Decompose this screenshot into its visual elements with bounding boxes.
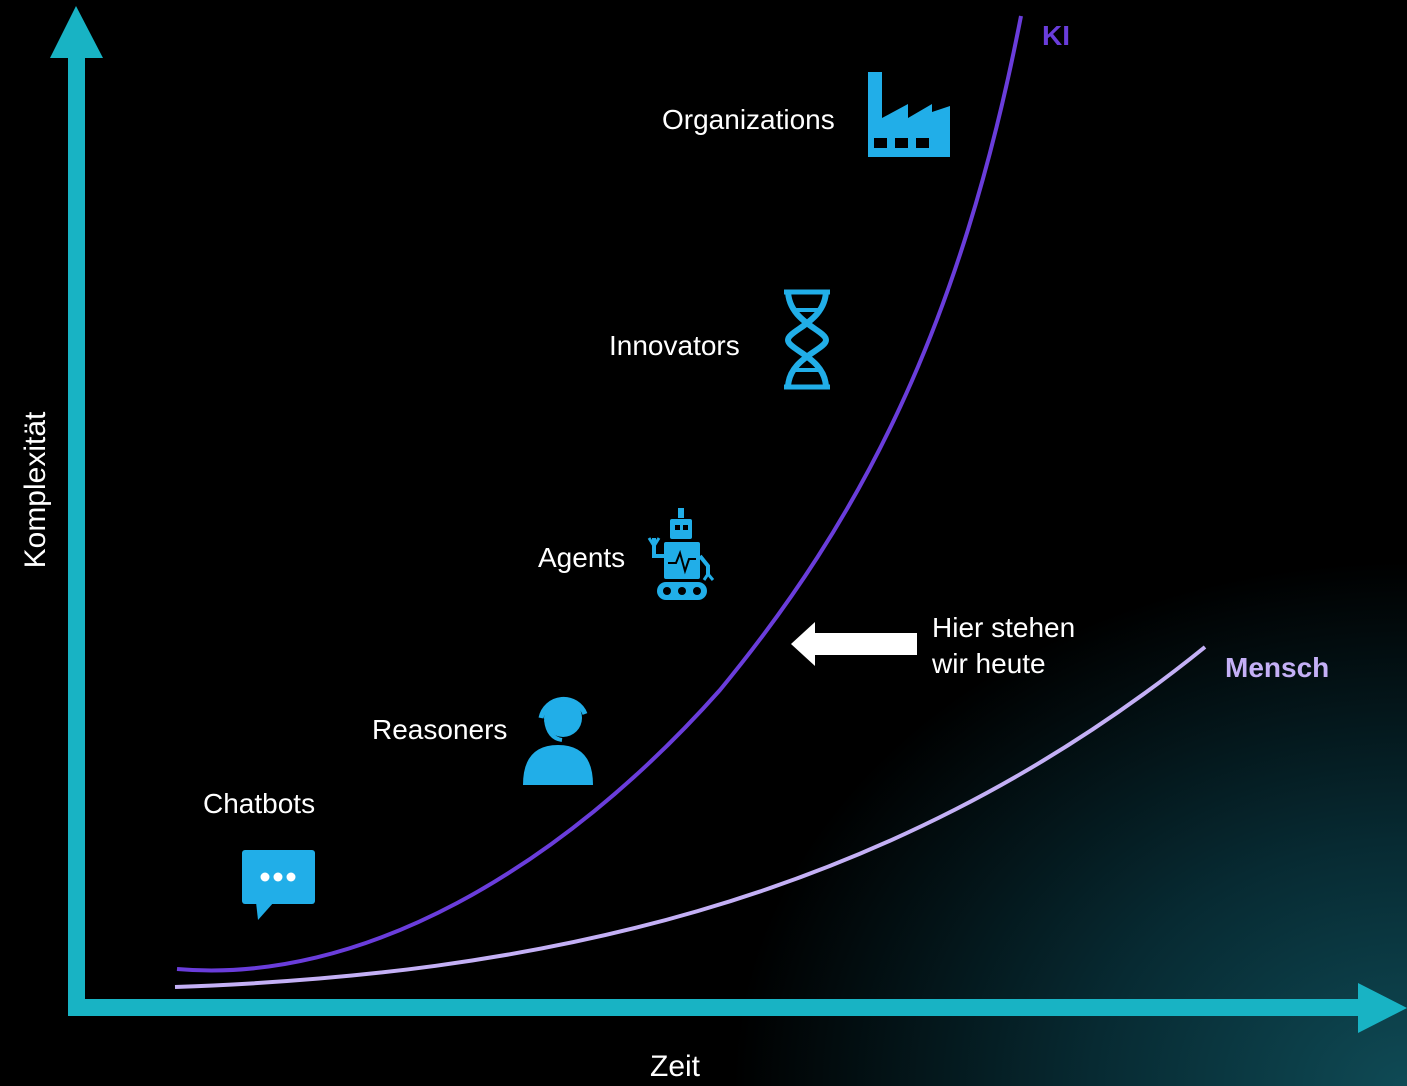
x-axis-arrow xyxy=(1358,983,1407,1033)
robot-icon xyxy=(647,508,715,600)
y-axis-arrow xyxy=(50,6,103,58)
chat-bubble-icon xyxy=(242,850,315,920)
y-axis-line xyxy=(68,58,85,1016)
stage-label-chatbots: Chatbots xyxy=(203,788,316,819)
mensch-curve xyxy=(174,645,1207,989)
ki-curve xyxy=(176,15,1023,973)
series-label-mensch: Mensch xyxy=(1225,652,1330,683)
stage-label-innovators: Innovators xyxy=(609,330,740,361)
stage-label-organizations: Organizations xyxy=(662,104,835,135)
factory-icon xyxy=(868,72,950,157)
dna-icon xyxy=(784,289,830,390)
x-axis-title: Zeit xyxy=(650,1050,701,1083)
annotation-line-1: Hier stehen xyxy=(932,612,1076,643)
stage-label-agents: Agents xyxy=(538,542,626,573)
today-arrow xyxy=(791,622,917,666)
y-axis-title: Komplexität xyxy=(19,411,52,569)
annotation-line-2: wir heute xyxy=(932,648,1046,679)
series-label-ki: KI xyxy=(1042,20,1070,51)
x-axis-line xyxy=(68,999,1360,1016)
stage-label-reasoners: Reasoners xyxy=(372,714,508,745)
headset-person-icon xyxy=(523,696,593,785)
